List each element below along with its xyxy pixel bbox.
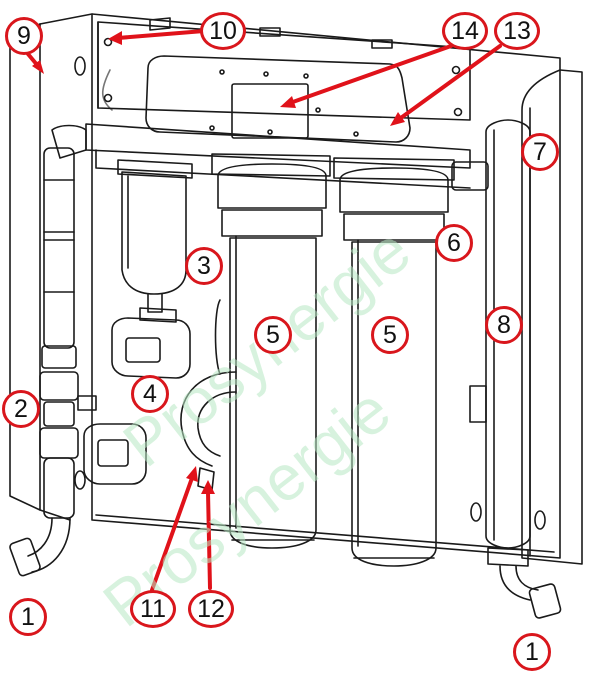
- outlet-fitting: [451, 161, 489, 423]
- arrow-11: [150, 466, 198, 592]
- callout-1a: 1: [9, 598, 47, 636]
- callout-6: 6: [435, 224, 473, 262]
- callout-8: 8: [485, 306, 523, 344]
- callout-2: 2: [2, 390, 40, 428]
- sediment-prefilter: [117, 159, 193, 313]
- drain-hose: [180, 299, 237, 491]
- filter-housing-2: [333, 157, 455, 567]
- callout-7: 7: [521, 133, 559, 171]
- arrow-14: [280, 44, 453, 108]
- back-plate: [74, 13, 561, 559]
- manifold-bar: [85, 123, 471, 189]
- callout-11: 11: [130, 590, 176, 628]
- callout-9: 9: [5, 17, 43, 55]
- callout-1b: 1: [513, 633, 551, 671]
- callout-3: 3: [185, 247, 223, 285]
- flow-meter-housing: [111, 307, 191, 379]
- arrow-12: [201, 480, 215, 590]
- callout-12: 12: [188, 590, 234, 628]
- callout-10: 10: [200, 12, 246, 50]
- callout-4: 4: [131, 375, 169, 413]
- inlet-pipe: [9, 124, 87, 577]
- callout-5b: 5: [371, 316, 409, 354]
- control-panel: [145, 55, 411, 143]
- left-door-panel: [9, 13, 93, 521]
- arrow-9: [26, 52, 44, 74]
- arrow-13: [390, 44, 502, 126]
- callout-5a: 5: [254, 316, 292, 354]
- filter-housing-1: [211, 153, 331, 549]
- arrow-10: [108, 29, 206, 45]
- callout-14: 14: [442, 12, 488, 50]
- valve-actuator: [77, 395, 147, 485]
- pressure-cylinder: [485, 119, 562, 619]
- electronics-housing: [97, 17, 471, 121]
- callout-13: 13: [494, 12, 540, 50]
